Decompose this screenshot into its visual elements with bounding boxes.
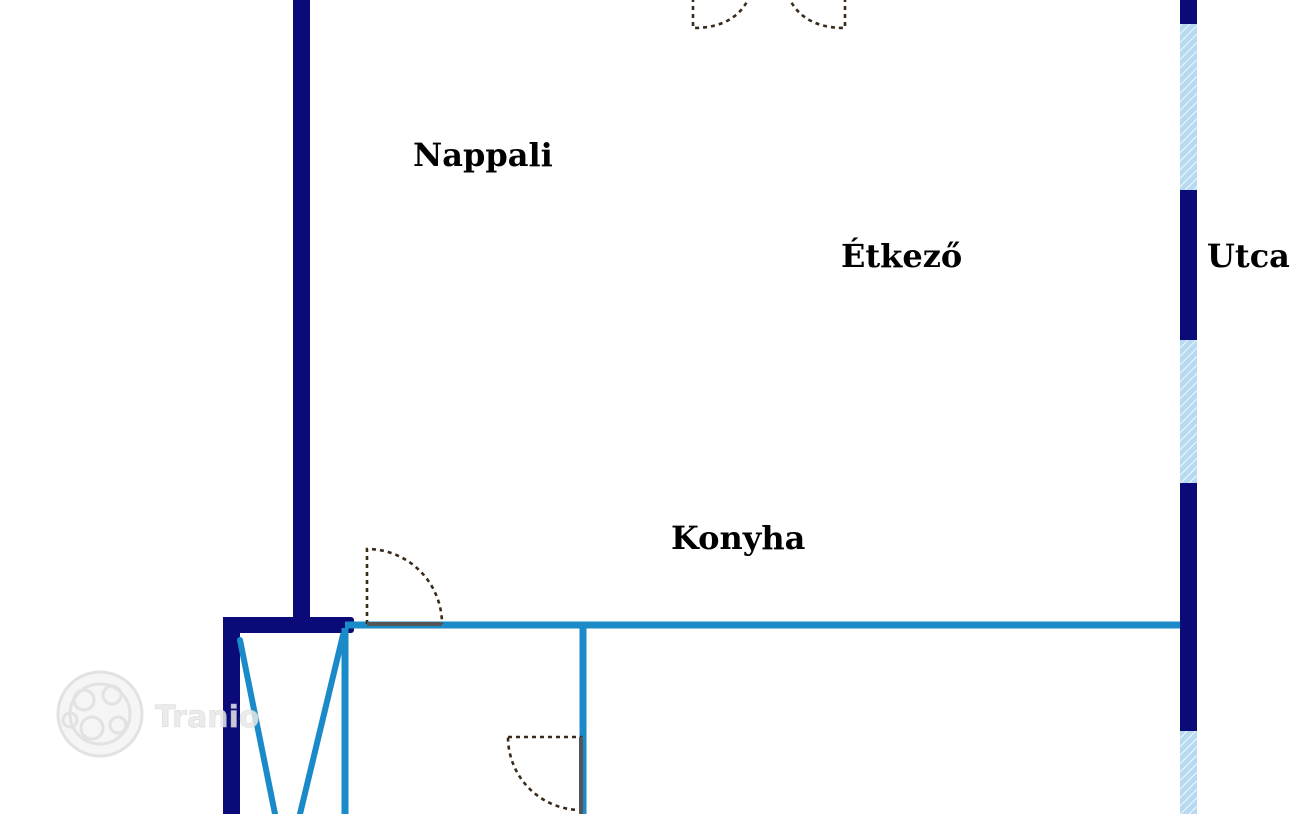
room-label-living: Nappali bbox=[413, 136, 553, 174]
double-door-top bbox=[691, 0, 847, 30]
watermark: Tranio bbox=[56, 670, 260, 758]
doors bbox=[365, 0, 847, 814]
left-outer-wall bbox=[293, 0, 310, 627]
outer-walls bbox=[223, 0, 1197, 814]
watermark-text: Tranio bbox=[155, 700, 259, 735]
window bbox=[1180, 731, 1197, 814]
stair-line bbox=[237, 637, 278, 814]
street-label: Utca bbox=[1207, 237, 1290, 275]
kitchen-door bbox=[365, 547, 444, 626]
watermark-logo-icon bbox=[56, 670, 144, 758]
lower-room-door bbox=[506, 735, 583, 814]
room-label-kitchen: Konyha bbox=[671, 519, 805, 557]
staircase bbox=[237, 632, 346, 814]
inner-walls bbox=[341, 621, 1180, 814]
stair-left-wall bbox=[223, 617, 240, 814]
stair-line bbox=[297, 632, 346, 814]
window bbox=[1180, 340, 1197, 483]
room-label-dining: Étkező bbox=[841, 237, 962, 275]
stair-top-wall bbox=[223, 617, 354, 633]
street-windows bbox=[1180, 24, 1197, 814]
window bbox=[1180, 24, 1197, 190]
